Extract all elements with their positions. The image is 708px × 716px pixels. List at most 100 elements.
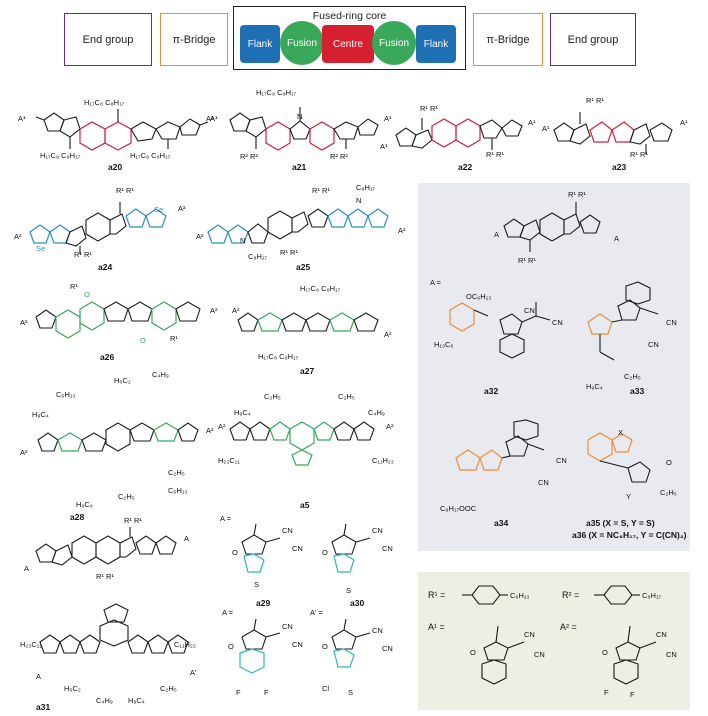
a23-R1-top: R¹ R¹	[586, 96, 604, 105]
a27-sub-bot: H₁₇C₈ C₈H₁₇	[258, 352, 299, 361]
a31A-CN1: CN	[282, 622, 293, 631]
A2-F2: F	[630, 690, 635, 699]
label-a31: a31	[36, 702, 51, 712]
A1-CN2: CN	[534, 650, 545, 659]
a26-A2-left: A²	[20, 318, 28, 327]
panel-R1-bot: R¹ R¹	[518, 256, 536, 265]
a31-C11H23: C₁₁H₂₃	[174, 640, 196, 649]
a31Ap-O: O	[322, 642, 328, 651]
a25-A2-left: A²	[196, 232, 204, 241]
legend-fused-ring-core: Fused-ring core Flank Fusion Centre Fusi…	[233, 6, 466, 70]
a29-A-eq: A =	[220, 514, 232, 523]
a5-C2H5-r: C₂H₅	[338, 392, 355, 401]
a31-A-left: A	[36, 672, 42, 681]
legend-end-group-left: End group	[64, 13, 152, 66]
a24-A2-left: A²	[14, 232, 22, 241]
a5-A2-left: A²	[218, 422, 226, 431]
molecule-a27	[237, 312, 379, 332]
molecule-a5	[229, 421, 375, 466]
molecule-a25	[207, 208, 389, 244]
a28-A2-left: A²	[20, 448, 28, 457]
a28-H9C4-b: H₉C₄	[76, 500, 93, 509]
a21-R2-r: R² R²	[330, 152, 348, 161]
a24-Se-r: Se	[154, 205, 164, 214]
molecule-a22	[395, 118, 523, 150]
a31-C4H9-l: C₄H₉	[96, 696, 113, 705]
panel-R1-top: R¹ R¹	[568, 190, 586, 199]
a34-CN2: CN	[538, 478, 549, 487]
a5-A2-right: A²	[386, 422, 394, 431]
a31A-F1: F	[236, 688, 241, 697]
A1-endgroup	[481, 625, 525, 685]
a29-CN1: CN	[282, 526, 293, 535]
a26-O-top: O	[84, 290, 90, 299]
panel-A-left: A	[494, 230, 500, 239]
R1-eq: R¹ =	[428, 590, 446, 600]
a29core-R1-bot: R¹ R¹	[96, 572, 114, 581]
centre-block: Centre	[322, 25, 374, 63]
a31A-F2: F	[264, 688, 269, 697]
a20-sub-br: H₁₇C₈ C₈H₁₇	[130, 151, 171, 160]
fusion-left-circle: Fusion	[280, 21, 324, 65]
label-a28: a28	[70, 512, 85, 522]
A1-CN1: CN	[524, 630, 535, 639]
a28-C6H13-top: C₆H₁₃	[56, 390, 76, 399]
legend-pi-bridge-left: π-Bridge	[160, 13, 228, 66]
label-a27: a27	[300, 366, 315, 376]
a5-C4H9: C₄H₉	[368, 408, 385, 417]
a22-R1-top: R¹ R¹	[420, 104, 438, 113]
molecule-a26	[35, 301, 201, 339]
panel-A-right: A	[614, 234, 620, 243]
a23-R1-bot: R¹ R¹	[630, 150, 648, 159]
A2-endgroup	[613, 625, 657, 685]
R2-C8H17: C₈H₁₇	[642, 591, 662, 600]
R1-phenyl	[462, 585, 508, 605]
molecule-a24	[29, 202, 167, 254]
molecule-a34	[455, 419, 545, 471]
a26-R1-bot: R¹	[170, 334, 178, 343]
a24-R1-top: R¹ R¹	[116, 186, 134, 195]
a31-H9C4-r: H₉C₄	[128, 696, 145, 705]
a28-C2H5-bot: C₂H₅	[168, 468, 185, 477]
panel-A-eq: A =	[430, 278, 442, 287]
a33-CN2: CN	[648, 340, 659, 349]
a35-O: O	[666, 458, 672, 467]
label-a23: a23	[612, 162, 627, 172]
label-a22: a22	[458, 162, 473, 172]
label-a5: a5	[300, 500, 310, 510]
a21-A1-right: A¹	[384, 114, 392, 123]
label-a25: a25	[296, 262, 311, 272]
a20-sub-top: H₁₇C₈ C₈H₁₇	[84, 98, 125, 107]
a29-CN2: CN	[292, 544, 303, 553]
a21-A1-left: A¹	[210, 114, 218, 123]
molecule-a32	[449, 302, 551, 359]
a29-O: O	[232, 548, 238, 557]
label-a34: a34	[494, 518, 509, 528]
a25-C8H17-l: C₈H₁₇	[248, 252, 268, 261]
a32-H13C6O: H₁₃C₆	[434, 340, 454, 349]
label-a32: a32	[484, 386, 499, 396]
a25-R1-bot: R¹ R¹	[280, 248, 298, 257]
molecule-a29-core	[35, 527, 177, 566]
a25-R1-top: R¹ R¹	[312, 186, 330, 195]
label-a26: a26	[100, 352, 115, 362]
a34-CN1: CN	[556, 456, 567, 465]
a5-H9C4: H₉C₄	[234, 408, 251, 417]
a31Ap-CN2: CN	[382, 644, 393, 653]
a26-A2-right: A²	[210, 306, 218, 315]
a31Ap-S: S	[348, 688, 354, 697]
a32-OC6H13-top: OC₆H₁₃	[466, 292, 492, 301]
a27-sub-top: H₁₇C₈ C₈H₁₇	[300, 284, 341, 293]
a25-N-r: N	[356, 196, 362, 205]
label-a35: a35 (X = S, Y = S)	[586, 518, 655, 528]
A2-CN2: CN	[666, 650, 677, 659]
a32-CN1: CN	[524, 306, 535, 315]
a25-N-l: N	[240, 236, 246, 245]
a31Ap-Cl: Cl	[322, 684, 330, 693]
a32-CN2: CN	[552, 318, 563, 327]
a26-R1-top: R¹	[70, 282, 78, 291]
a30-CN1: CN	[372, 526, 383, 535]
a23-A1-left: A¹	[542, 124, 550, 133]
a25-A2-right: A²	[398, 226, 406, 235]
a22-A1-right: A¹	[528, 118, 536, 127]
